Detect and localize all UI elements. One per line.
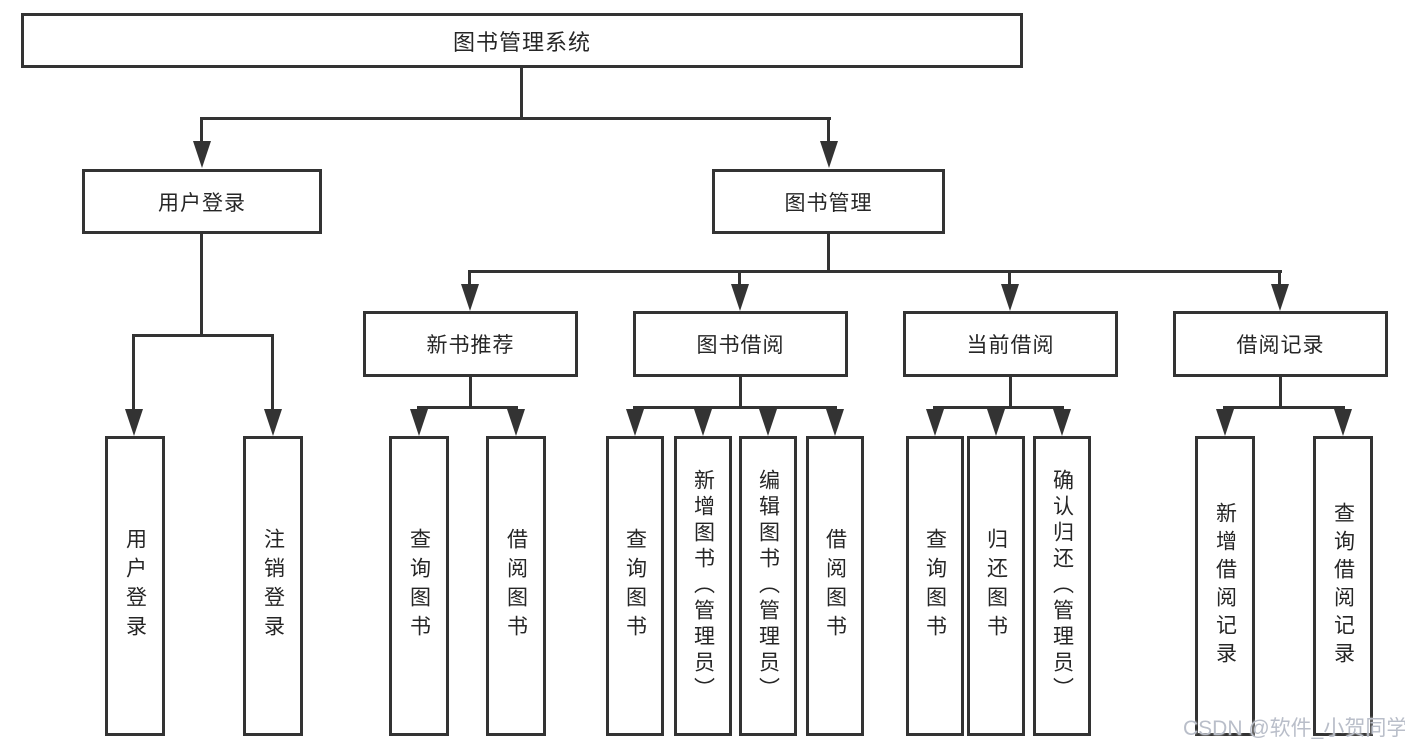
node-book-borrowing: 图书借阅 xyxy=(633,311,848,377)
connector-current-borrow-stem xyxy=(1009,377,1012,409)
connector-stub-user-login xyxy=(200,117,203,143)
arrow-down-icon xyxy=(987,409,1005,436)
node-current-borrowing: 当前借阅 xyxy=(903,311,1118,377)
node-new-book-recommend: 新书推荐 xyxy=(363,311,578,377)
connector-stub-borrow-records xyxy=(1278,270,1281,285)
node-leaf-return-books: 归还图书 xyxy=(967,436,1025,736)
node-leaf-query-books-borrow: 查询图书 xyxy=(606,436,664,736)
node-leaf-query-borrow-record: 查询借阅记录 xyxy=(1313,436,1373,736)
connector-level3-branch xyxy=(468,270,1282,273)
node-leaf-query-books-current: 查询图书 xyxy=(906,436,964,736)
node-leaf-add-books-admin: 新增图书（管理员） xyxy=(674,436,732,736)
node-user-login: 用户登录 xyxy=(82,169,322,234)
arrow-down-icon xyxy=(1271,284,1289,311)
connector-stub-current-borrow xyxy=(1008,270,1011,285)
node-leaf-user-login: 用户登录 xyxy=(105,436,165,736)
arrow-down-icon xyxy=(1334,409,1352,436)
arrow-down-icon xyxy=(125,409,143,436)
arrow-down-icon xyxy=(820,141,838,168)
arrow-down-icon xyxy=(694,409,712,436)
connector-root-stem xyxy=(520,68,523,120)
arrow-down-icon xyxy=(1001,284,1019,311)
arrow-down-icon xyxy=(193,141,211,168)
arrow-down-icon xyxy=(626,409,644,436)
arrow-down-icon xyxy=(926,409,944,436)
node-leaf-query-books-new: 查询图书 xyxy=(389,436,449,736)
connector-borrow-records-branch xyxy=(1223,406,1345,409)
connector-borrow-records-stem xyxy=(1279,377,1282,409)
connector-user-login-stem xyxy=(200,234,203,337)
node-borrow-records: 借阅记录 xyxy=(1173,311,1388,377)
arrow-down-icon xyxy=(264,409,282,436)
connector-drop-leaf-logout xyxy=(271,334,274,410)
arrow-down-icon xyxy=(1216,409,1234,436)
arrow-down-icon xyxy=(507,409,525,436)
arrow-down-icon xyxy=(731,284,749,311)
connector-stub-new-books xyxy=(468,270,471,285)
connector-book-mgmt-stem xyxy=(827,234,830,273)
connector-stub-book-mgmt xyxy=(827,117,830,143)
node-leaf-borrow-books-new: 借阅图书 xyxy=(486,436,546,736)
node-book-management: 图书管理 xyxy=(712,169,945,234)
connector-new-books-branch xyxy=(417,406,518,409)
arrow-down-icon xyxy=(826,409,844,436)
node-leaf-borrow-books: 借阅图书 xyxy=(806,436,864,736)
connector-book-borrow-branch xyxy=(633,406,837,409)
connector-level1-branch xyxy=(200,117,831,120)
connector-current-borrow-branch xyxy=(933,406,1064,409)
connector-stub-book-borrow xyxy=(738,270,741,285)
node-leaf-logout: 注销登录 xyxy=(243,436,303,736)
node-leaf-confirm-return-admin: 确认归还（管理员） xyxy=(1033,436,1091,736)
connector-drop-leaf-user-login xyxy=(132,334,135,410)
arrow-down-icon xyxy=(410,409,428,436)
connector-book-borrow-stem xyxy=(739,377,742,409)
node-leaf-edit-books-admin: 编辑图书（管理员） xyxy=(739,436,797,736)
csdn-watermark: CSDN @软件_小贺同学 xyxy=(1183,717,1405,740)
node-library-management-system: 图书管理系统 xyxy=(21,13,1023,68)
arrow-down-icon xyxy=(461,284,479,311)
arrow-down-icon xyxy=(759,409,777,436)
node-leaf-add-borrow-record: 新增借阅记录 xyxy=(1195,436,1255,736)
connector-new-books-stem xyxy=(469,377,472,409)
connector-user-login-branch xyxy=(132,334,274,337)
arrow-down-icon xyxy=(1053,409,1071,436)
